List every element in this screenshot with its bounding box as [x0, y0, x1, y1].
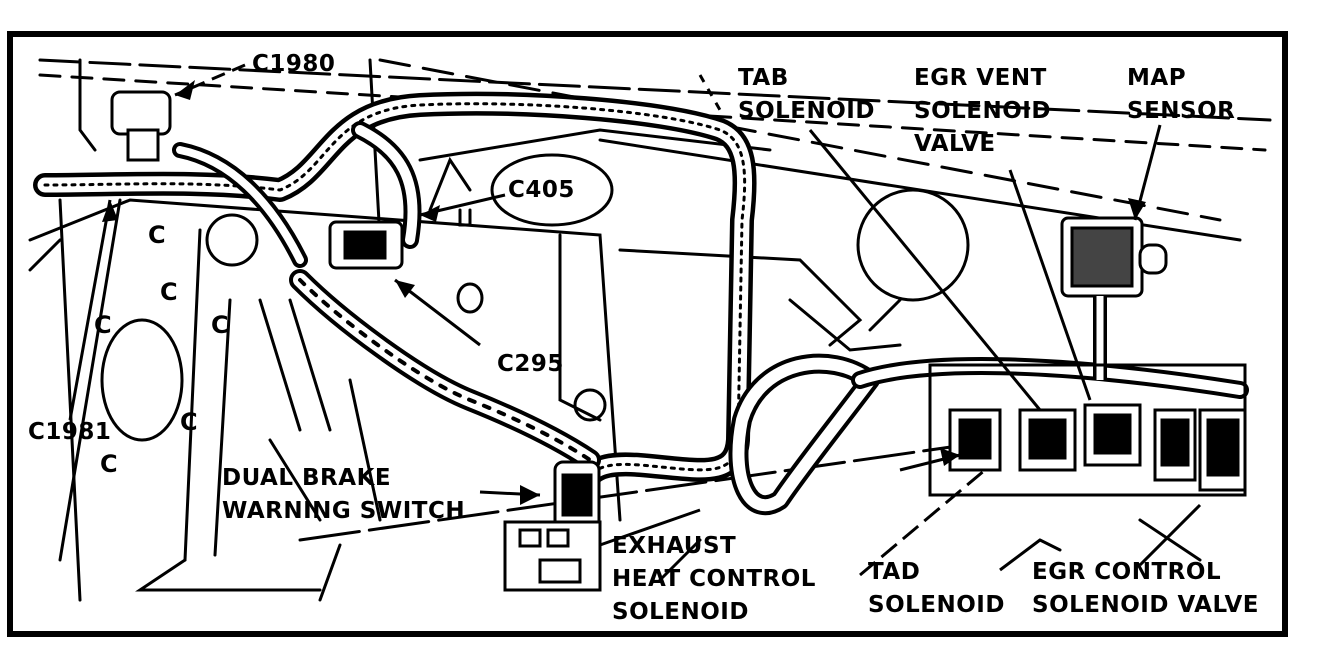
c-mark: C — [211, 311, 229, 339]
arrowheads — [102, 80, 1146, 505]
wiring-harness — [33, 91, 1249, 516]
c-mark: C — [94, 311, 112, 339]
label-c405: C405 — [508, 177, 575, 203]
c-mark: C — [148, 221, 166, 249]
c-mark: C — [160, 278, 178, 306]
label-c1980: C1980 — [252, 51, 336, 77]
exhaust-solenoid-body — [503, 520, 602, 592]
label-c295: C295 — [497, 351, 564, 377]
c-mark: C — [180, 408, 198, 436]
diagram-frame — [7, 31, 1288, 637]
brake-switch-connector — [553, 460, 601, 530]
leader-lines — [68, 63, 1202, 577]
connectors — [110, 90, 1247, 592]
c1980-connector — [110, 90, 172, 162]
c-mark: C — [100, 450, 118, 478]
map-sensor-body — [1060, 216, 1168, 380]
label-c1981: C1981 — [28, 419, 112, 445]
panel-openings — [100, 153, 970, 442]
solenoid-bank — [928, 363, 1247, 497]
c405-connector — [328, 220, 404, 270]
panel-c-marks: C C C C C C — [94, 221, 229, 478]
